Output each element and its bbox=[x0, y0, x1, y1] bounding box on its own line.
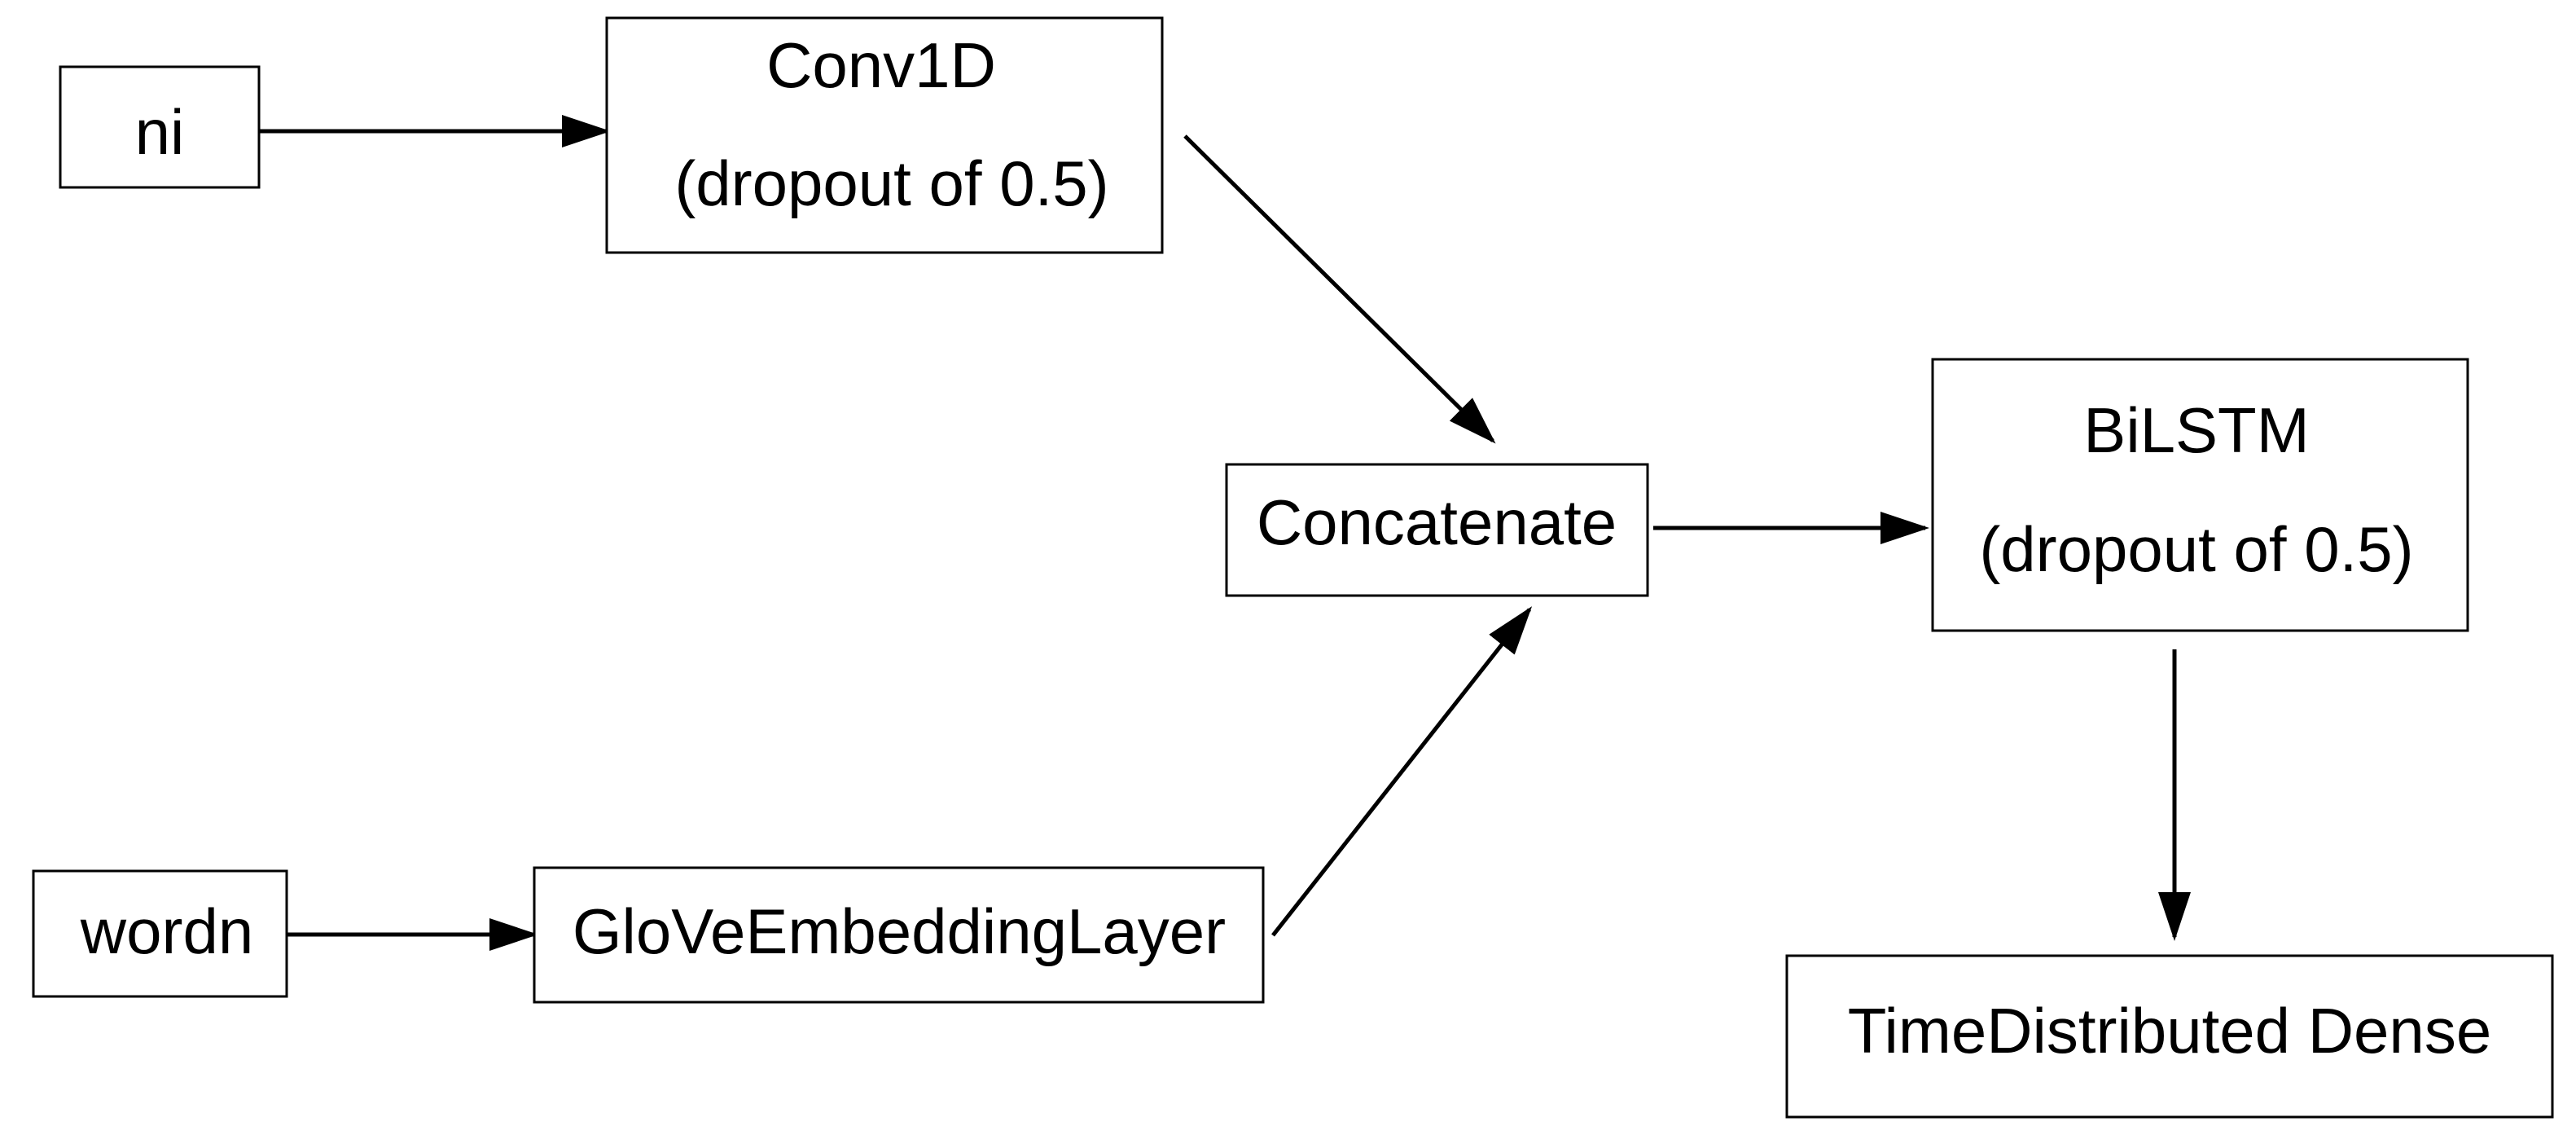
node-bilstm-title: BiLSTM bbox=[2083, 394, 2309, 466]
node-bilstm-box bbox=[1931, 358, 2469, 632]
node-dense-box bbox=[1785, 954, 2554, 1119]
node-glove: GloVeEmbeddingLayer bbox=[533, 866, 1265, 1004]
node-bilstm-subtitle: (dropout of 0.5) bbox=[1979, 513, 2413, 585]
node-wordn-box bbox=[32, 869, 288, 998]
node-ni-box bbox=[59, 65, 261, 189]
node-glove-label: GloVeEmbeddingLayer bbox=[573, 895, 1226, 967]
node-concatenate-label: Concatenate bbox=[1257, 486, 1617, 558]
node-ni-label: ni bbox=[135, 96, 185, 168]
node-wordn-label: wordn bbox=[80, 895, 253, 967]
node-conv1d: Conv1D (dropout of 0.5) bbox=[605, 16, 1164, 254]
node-conv1d-title: Conv1D bbox=[766, 29, 996, 101]
node-wordn: wordn bbox=[32, 869, 288, 998]
edge-glove-to-concatenate bbox=[1271, 606, 1533, 937]
node-concatenate-box bbox=[1225, 463, 1649, 597]
node-bilstm: BiLSTM (dropout of 0.5) bbox=[1931, 358, 2469, 632]
node-conv1d-subtitle: (dropout of 0.5) bbox=[674, 147, 1108, 219]
edge-conv1d-to-concatenate bbox=[1183, 134, 1496, 444]
node-concatenate: Concatenate bbox=[1225, 463, 1649, 597]
edges bbox=[259, 115, 2191, 951]
node-glove-box bbox=[533, 866, 1265, 1004]
node-ni: ni bbox=[59, 65, 261, 189]
node-dense-label: TimeDistributed Dense bbox=[1848, 995, 2491, 1067]
node-conv1d-box bbox=[605, 16, 1164, 254]
node-dense: TimeDistributed Dense bbox=[1785, 954, 2554, 1119]
